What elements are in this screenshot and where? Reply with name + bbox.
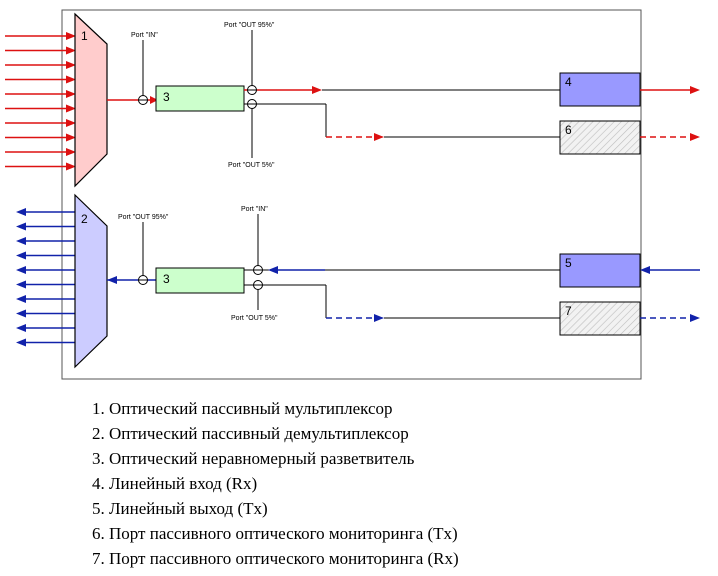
- line-in-out-arrowhead: [690, 86, 700, 94]
- demux-output-arrowhead: [16, 338, 26, 347]
- monitor-tx-block: [559, 120, 641, 155]
- mux-input-arrowhead: [66, 162, 76, 171]
- mux-to-splitter-arrowhead: [150, 96, 158, 104]
- legend-item: 6. Порт пассивного оптического мониторин…: [92, 524, 458, 543]
- demux-output-arrowhead: [16, 237, 26, 245]
- line-out-in-arrowhead: [640, 266, 650, 274]
- demultiplexer-block: [74, 193, 108, 369]
- upper-in-label: Port "IN": [131, 32, 158, 39]
- mux-input-arrowhead: [66, 90, 76, 98]
- mux-input-arrowhead: [66, 32, 76, 40]
- mux-input-arrowhead: [66, 75, 76, 84]
- line-out-number: 5: [565, 256, 572, 270]
- splitter-tx-number: 3: [163, 90, 170, 104]
- demux-output-arrowhead: [16, 309, 26, 318]
- lower-out5-arrowhead: [374, 314, 384, 322]
- module-frame: [61, 9, 642, 380]
- monitor-rx-block: [559, 301, 641, 336]
- demux-output-arrowhead: [16, 266, 26, 274]
- lower-out5-label: Port "OUT 5%": [231, 315, 278, 322]
- line-in-block: [559, 72, 641, 107]
- upper-out95-label: Port "OUT 95%": [224, 22, 275, 29]
- legend-item: 2. Оптический пассивный демультиплексор: [92, 424, 409, 443]
- monitor-tx-out-arrowhead: [690, 133, 700, 141]
- demux-output-arrowhead: [16, 295, 26, 303]
- mux-input-arrowhead: [66, 46, 76, 55]
- monitor-rx-number: 7: [565, 304, 572, 318]
- upper-out5-label: Port "OUT 5%": [228, 162, 275, 169]
- splitter-to-demux-arrowhead: [107, 276, 117, 284]
- upper-out95-arrowhead: [312, 86, 322, 94]
- demux-output-arrowhead: [16, 280, 26, 289]
- demux-output-arrowhead: [16, 222, 26, 231]
- demux-output-arrowhead: [16, 251, 26, 260]
- mux-input-arrowhead: [66, 119, 76, 127]
- splitter-tx-block: [155, 85, 245, 112]
- splitter-rx-number: 3: [163, 272, 170, 286]
- monitor-rx-out-arrowhead: [690, 314, 700, 322]
- optical-module-diagram: 1 2 Port "IN" 3 Port "OUT 95%" Port "OUT…: [5, 9, 700, 380]
- mux-input-arrowhead: [66, 148, 76, 156]
- legend-item: 5. Линейный выход (Tx): [92, 499, 268, 518]
- mux-input-arrowhead: [66, 133, 76, 142]
- lower-out95-label: Port "OUT 95%": [118, 214, 169, 221]
- mux-input-arrowhead: [66, 61, 76, 69]
- mux-input-arrowhead: [66, 104, 76, 113]
- multiplexer-number: 1: [81, 29, 88, 43]
- upper-out5-arrowhead: [374, 133, 384, 141]
- monitor-tx-number: 6: [565, 123, 572, 137]
- line-in-number: 4: [565, 75, 572, 89]
- mux-input-arrows: [5, 32, 76, 171]
- multiplexer-block: [74, 12, 108, 188]
- legend-item: 4. Линейный вход (Rx): [92, 474, 258, 493]
- demultiplexer-number: 2: [81, 212, 88, 226]
- legend-item: 7. Порт пассивного оптического мониторин…: [92, 549, 459, 568]
- legend-item: 3. Оптический неравномерный разветвитель: [92, 449, 415, 468]
- splitter-rx-block: [155, 267, 245, 294]
- demux-output-arrowhead: [16, 208, 26, 216]
- legend-list: 1. Оптический пассивный мультиплексор 2.…: [92, 396, 459, 571]
- lower-in-label: Port "IN": [241, 206, 268, 213]
- demux-output-arrows: [16, 208, 80, 347]
- legend-item: 1. Оптический пассивный мультиплексор: [92, 399, 393, 418]
- line-out-block: [559, 253, 641, 288]
- demux-output-arrowhead: [16, 324, 26, 332]
- lower-in-arrowhead: [268, 266, 278, 274]
